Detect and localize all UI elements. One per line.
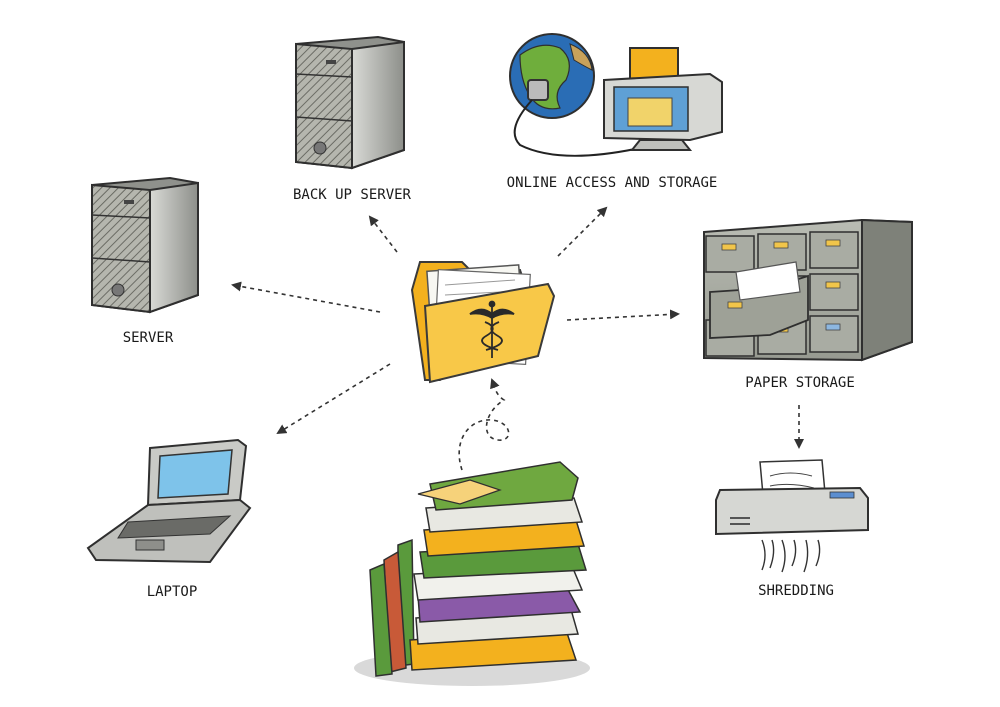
shredder-icon [715,459,869,573]
arrow-to-server [231,281,381,313]
arrow-to-paper-storage [566,309,680,321]
backup-server-tower-icon [295,35,405,170]
arrow-to-laptop [276,363,391,435]
arrow-to-backup-server [368,215,398,253]
label-paper-storage: PAPER STORAGE [745,375,855,391]
monitor-icon [603,47,723,151]
flow-arrows [231,206,804,471]
network-cable [513,99,641,157]
globe-icon [509,33,595,119]
label-shredding: SHREDDING [758,583,834,599]
label-online-access: ONLINE ACCESS AND STORAGE [507,175,718,191]
filing-cabinet-icon [703,218,913,362]
paper-pile-icon [354,461,590,686]
medical-folder-icon [410,261,556,384]
server-tower-icon [91,176,199,314]
label-laptop: LAPTOP [147,584,198,600]
arrow-to-online [557,206,608,257]
arrow-from-paper-pile [458,378,510,471]
label-server: SERVER [123,330,174,346]
laptop-icon [86,438,252,564]
label-backup-server: BACK UP SERVER [293,187,412,203]
caduceus-icon [469,300,515,358]
